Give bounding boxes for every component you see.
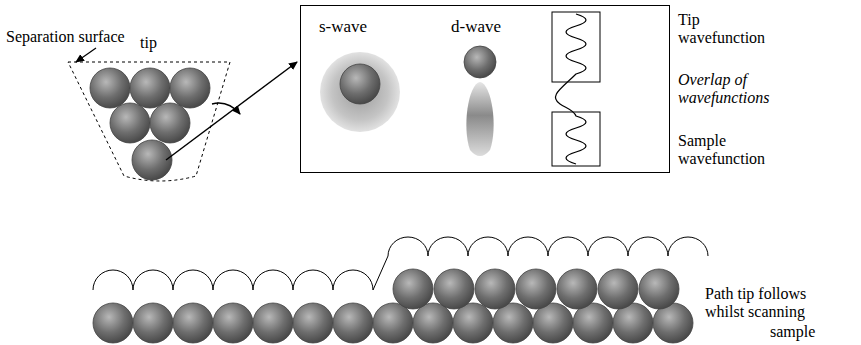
s-orbital [320,52,400,132]
atom [639,269,679,309]
wavefunction-curve [555,14,586,164]
atom [133,303,173,343]
atom [213,303,253,343]
path-label: Path tip follows whilst scanning [705,285,830,321]
atom [130,68,170,108]
atom [598,269,638,309]
inset-box: s-waved-waveTip wavefunctionOverlap of w… [300,5,670,173]
atom [253,303,293,343]
atom [110,103,150,143]
part-label: Separation surface [6,28,125,46]
atom [393,269,433,309]
tip-wavefunction-box [552,12,600,82]
atom [413,303,453,343]
atom [93,303,133,343]
sample-atoms [93,269,693,343]
atom [373,303,413,343]
pointer-arrow [76,48,96,62]
orbital-label: d-wave [451,18,501,36]
side-label: Overlap of wavefunctions [678,71,778,107]
orbital-label: s-wave [319,18,367,36]
side-label: Sample wavefunction [678,132,778,168]
d-orbital [466,82,493,156]
atom [453,303,493,343]
scan-path [93,237,708,290]
atom [173,303,213,343]
atom [90,68,130,108]
sample-wavefunction-box [552,112,600,166]
atom [150,103,190,143]
atom [434,269,474,309]
atom [516,269,556,309]
atom [557,269,597,309]
curved-arrow [212,103,240,114]
part-label: tip [140,34,157,52]
atom [340,64,380,104]
atom [170,68,210,108]
side-label: Tip wavefunction [678,11,778,47]
atom [333,303,373,343]
zoom-arrow [166,62,297,160]
tip-atoms [90,68,210,180]
separation-surface [68,62,230,181]
atom [475,269,515,309]
atom [464,46,496,78]
part-label: sample [770,323,815,341]
atom [293,303,333,343]
